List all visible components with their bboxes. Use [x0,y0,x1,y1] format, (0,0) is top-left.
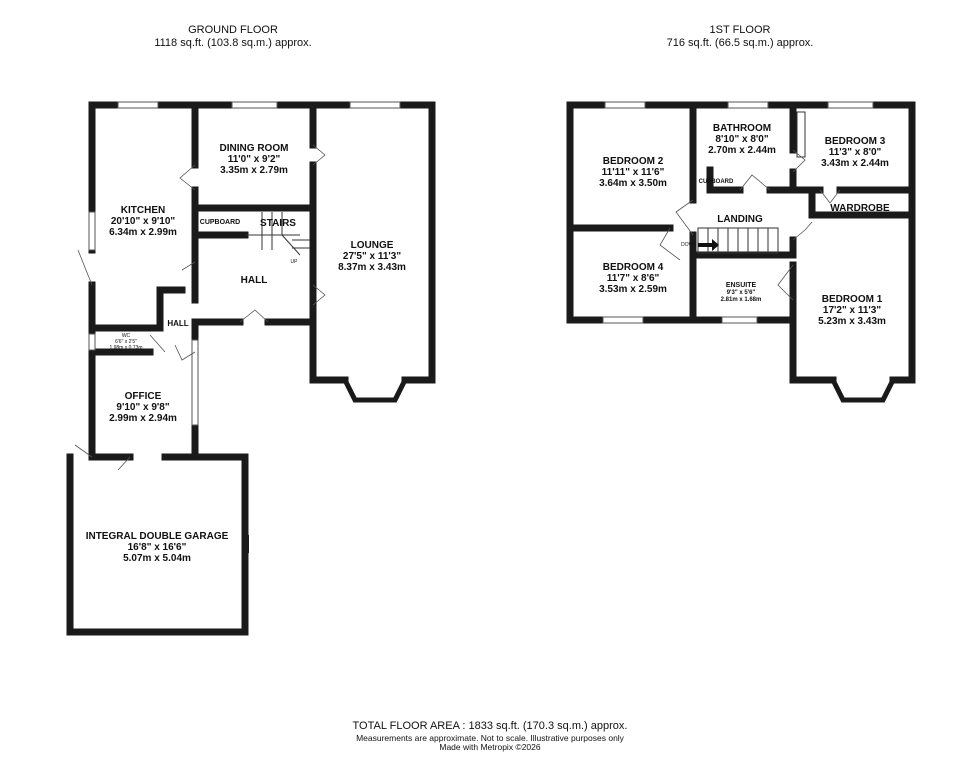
bedroom3-metric: 3.43m x 2.44m [821,158,889,169]
office-label: OFFICE [125,391,162,402]
cupboard-label-1f: CUPBOARD [699,179,734,185]
disclaimer: Measurements are approximate. Not to sca… [356,733,625,743]
landing-label: LANDING [717,214,763,225]
garage-metric: 5.07m x 5.04m [123,553,191,564]
bedroom1-imperial: 17'2" x 11'3" [823,305,881,316]
dining-room-imperial: 11'0" x 9'2" [228,154,281,165]
bathroom-label: BATHROOM [713,123,771,134]
bedroom2-imperial: 11'11" x 11'6" [602,167,665,178]
kitchen-metric: 6.34m x 2.99m [109,227,177,238]
ensuite-imperial: 9'3" x 5'6" [727,290,756,296]
stairs-label: STAIRS [260,218,296,229]
bathroom-metric: 2.70m x 2.44m [708,145,776,156]
first-floor-area: 716 sq.ft. (66.5 sq.m.) approx. [667,37,814,49]
bedroom4-imperial: 11'7" x 8'6" [607,273,660,284]
bathroom-imperial: 8'10" x 8'0" [715,134,768,145]
down-arrow-icon [698,239,719,251]
ground-floor-title: GROUND FLOOR [188,24,278,36]
wardrobe-label: WARDROBE [830,203,890,214]
office-metric: 2.99m x 2.94m [109,413,177,424]
hall-label: HALL [241,275,268,286]
wc-metric: 1.98m x 0.73m [109,345,142,351]
stairs-up-label: UP [291,259,299,265]
total-floor-area: TOTAL FLOOR AREA : 1833 sq.ft. (170.3 sq… [353,720,628,732]
bedroom4-label: BEDROOM 4 [603,262,664,273]
hall2-label: HALL [167,319,188,328]
first-floor-plan [566,101,916,403]
bedroom2-label: BEDROOM 2 [603,156,664,167]
first-floor-title: 1ST FLOOR [710,24,771,36]
bedroom1-metric: 5.23m x 3.43m [818,316,886,327]
garage-label: INTEGRAL DOUBLE GARAGE [86,531,229,542]
lounge-metric: 8.37m x 3.43m [338,262,406,273]
garage-imperial: 16'8" x 16'6" [128,542,187,553]
dining-room-label: DINING ROOM [220,143,289,154]
stairs-down-label: DOWN [681,242,697,248]
ensuite-metric: 2.81m x 1.68m [721,297,762,303]
cupboard-label: CUPBOARD [200,219,240,226]
bedroom2-metric: 3.64m x 3.50m [599,178,667,189]
bedroom3-imperial: 11'3" x 8'0" [829,147,882,158]
lounge-label: LOUNGE [351,240,394,251]
wc-imperial: 6'6" x 2'5" [115,339,137,345]
dining-room-metric: 3.35m x 2.79m [220,165,288,176]
bedroom3-label: BEDROOM 3 [825,136,886,147]
office-imperial: 9'10" x 9'8" [116,402,169,413]
bedroom1-label: BEDROOM 1 [822,294,883,305]
ground-floor-area: 1118 sq.ft. (103.8 sq.m.) approx. [154,37,311,49]
bedroom4-metric: 3.53m x 2.59m [599,284,667,295]
credit: Made with Metropix ©2026 [439,742,541,752]
wc-label: WC [122,333,131,339]
ground-floor-plan [66,101,436,636]
lounge-imperial: 27'5" x 11'3" [343,251,401,262]
kitchen-imperial: 20'10" x 9'10" [111,216,176,227]
kitchen-label: KITCHEN [121,205,165,216]
ensuite-label: ENSUITE [726,282,757,289]
